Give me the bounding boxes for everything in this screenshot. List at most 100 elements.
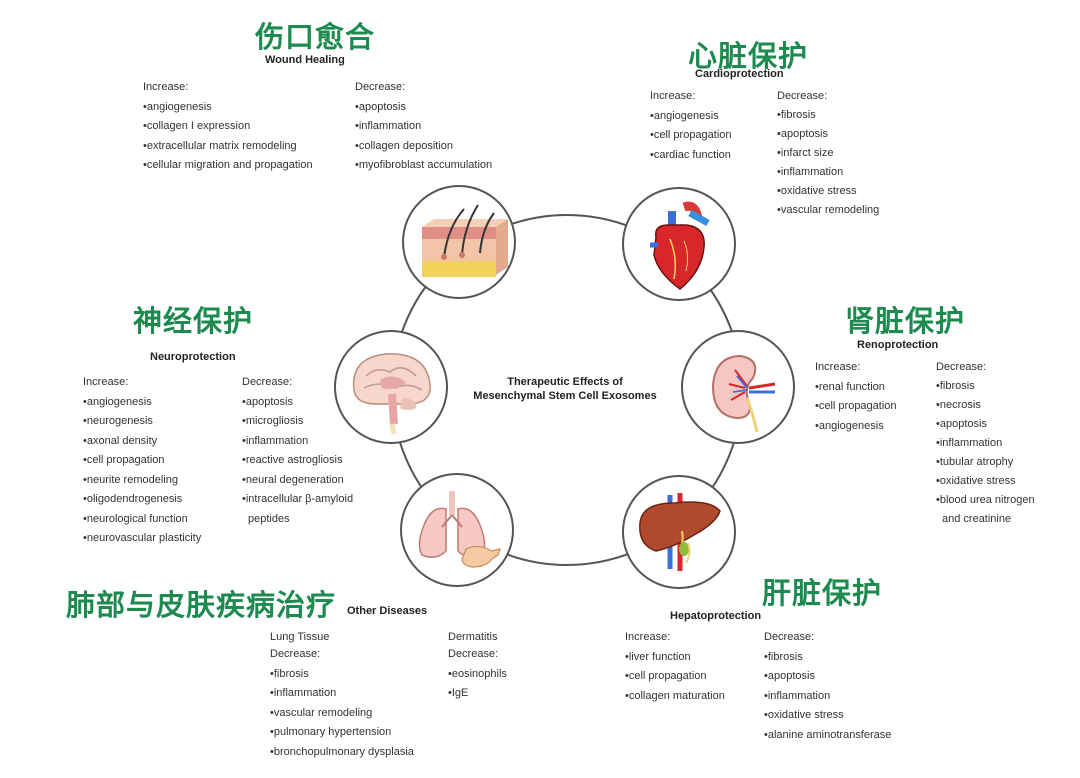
list-item: vascular remodeling bbox=[270, 704, 414, 724]
list-item: angiogenesis bbox=[143, 98, 313, 118]
list-item: neurite remodeling bbox=[83, 471, 201, 491]
list-item: microgliosis bbox=[242, 412, 353, 432]
other-cn-title: 肺部与皮肤疾病治疗 bbox=[66, 588, 337, 622]
list-item: inflammation bbox=[242, 432, 353, 452]
list-item: apoptosis bbox=[777, 125, 879, 144]
wound-cn-title: 伤口愈合 bbox=[255, 20, 376, 54]
wound-increase-list: Increase: angiogenesis collagen I expres… bbox=[143, 78, 313, 176]
list-item: fibrosis bbox=[777, 106, 879, 125]
list-item: bronchopulmonary dysplasia bbox=[270, 743, 414, 763]
list-item: oxidative stress bbox=[936, 472, 1035, 491]
decrease-label: Decrease: bbox=[764, 631, 815, 643]
list-item: collagen I expression bbox=[143, 117, 313, 137]
hepato-increase-list: Increase: liver function cell propagatio… bbox=[625, 628, 725, 706]
reno-cn-title: 肾脏保护 bbox=[845, 304, 966, 338]
increase-label: Increase: bbox=[143, 81, 189, 93]
list-item: liver function bbox=[625, 648, 725, 668]
list-item: inflammation bbox=[936, 434, 1035, 453]
list-item: cell propagation bbox=[625, 667, 725, 687]
list-item: angiogenesis bbox=[83, 393, 201, 413]
list-item: infarct size bbox=[777, 144, 879, 163]
increase-label: Increase: bbox=[650, 90, 696, 102]
list-item: apoptosis bbox=[355, 98, 492, 118]
list-item: myofibroblast accumulation bbox=[355, 156, 492, 176]
wound-en-title: Wound Healing bbox=[265, 54, 345, 66]
list-item: blood urea nitrogen bbox=[936, 491, 1035, 510]
list-item: cell propagation bbox=[815, 397, 897, 417]
decrease-label: Decrease: bbox=[936, 361, 987, 373]
cardio-cn-title: 心脏保护 bbox=[688, 39, 809, 73]
reno-en-title: Renoprotection bbox=[857, 339, 939, 351]
neuro-increase-list: Increase: angiogenesis neurogenesis axon… bbox=[83, 373, 201, 549]
decrease-label: Decrease: bbox=[270, 648, 321, 660]
center-title: Therapeutic Effects of Mesenchymal Stem … bbox=[455, 375, 675, 403]
list-item: cellular migration and propagation bbox=[143, 156, 313, 176]
list-item: reactive astrogliosis bbox=[242, 451, 353, 471]
cardio-increase-list: Increase: angiogenesis cell propagation … bbox=[650, 87, 732, 165]
decrease-label: Decrease: bbox=[355, 81, 406, 93]
heart-icon bbox=[622, 187, 736, 301]
list-item: IgE bbox=[448, 684, 507, 704]
skin-icon bbox=[402, 185, 516, 299]
list-item: oligodendrogenesis bbox=[83, 490, 201, 510]
list-item: cardiac function bbox=[650, 146, 732, 166]
hepato-decrease-list: Decrease: fibrosis apoptosis inflammatio… bbox=[764, 628, 891, 745]
neuro-decrease-list: Decrease: apoptosis microgliosis inflamm… bbox=[242, 373, 353, 529]
other-en-title: Other Diseases bbox=[347, 605, 428, 617]
wound-decrease-list: Decrease: apoptosis inflammation collage… bbox=[355, 78, 492, 176]
list-item: alanine aminotransferase bbox=[764, 726, 892, 746]
list-item-continuation: and creatinine bbox=[942, 513, 1012, 525]
list-item: collagen deposition bbox=[355, 137, 492, 157]
list-item: fibrosis bbox=[270, 665, 414, 685]
cardio-decrease-list: Decrease: fibrosis apoptosis infarct siz… bbox=[777, 87, 879, 220]
decrease-label: Decrease: bbox=[242, 376, 293, 388]
list-item: necrosis bbox=[936, 396, 1035, 415]
list-item: angiogenesis bbox=[815, 417, 897, 437]
list-item: cell propagation bbox=[650, 126, 732, 146]
list-item: angiogenesis bbox=[650, 107, 732, 127]
list-item: cell propagation bbox=[83, 451, 201, 471]
center-title-line-2: Mesenchymal Stem Cell Exosomes bbox=[473, 390, 657, 402]
decrease-label: Decrease: bbox=[777, 90, 828, 102]
hepato-en-title: Hepatoprotection bbox=[670, 610, 762, 622]
lung-tissue-label: Lung Tissue bbox=[270, 631, 330, 643]
list-item: axonal density bbox=[83, 432, 201, 452]
reno-increase-list: Increase: renal function cell propagatio… bbox=[815, 358, 897, 436]
list-item: inflammation bbox=[270, 684, 414, 704]
decrease-label: Decrease: bbox=[448, 648, 499, 660]
list-item: renal function bbox=[815, 378, 897, 398]
neuro-cn-title: 神经保护 bbox=[133, 304, 254, 338]
list-item: vascular remodeling bbox=[777, 201, 879, 220]
lung-decrease-list: Lung Tissue Decrease: fibrosis inflammat… bbox=[270, 629, 414, 762]
list-item: inflammation bbox=[777, 163, 879, 182]
list-item: inflammation bbox=[764, 687, 891, 707]
dermatitis-label: Dermatitis bbox=[448, 631, 498, 643]
lungs-icon bbox=[400, 473, 514, 587]
list-item: inflammation bbox=[355, 117, 492, 137]
neuro-en-title: Neuroprotection bbox=[150, 351, 236, 363]
list-item: apoptosis bbox=[242, 393, 353, 413]
list-item: apoptosis bbox=[936, 415, 1035, 434]
liver-icon bbox=[622, 475, 736, 589]
increase-label: Increase: bbox=[625, 631, 671, 643]
list-item: oxidative stress bbox=[764, 706, 891, 726]
list-item: neurovascular plasticity bbox=[83, 529, 201, 549]
list-item: pulmonary hypertension bbox=[270, 723, 414, 743]
list-item: oxidative stress bbox=[777, 182, 879, 201]
derm-decrease-list: Dermatitis Decrease: eosinophils IgE bbox=[448, 629, 507, 704]
list-item: neural degeneration bbox=[242, 471, 353, 491]
list-item: extracellular matrix remodeling bbox=[143, 137, 313, 157]
reno-decrease-list: Decrease: fibrosis necrosis apoptosis in… bbox=[936, 358, 1035, 529]
list-item: tubular atrophy bbox=[936, 453, 1035, 472]
list-item: collagen maturation bbox=[625, 687, 725, 707]
hepato-cn-title: 肝脏保护 bbox=[762, 576, 883, 610]
list-item: eosinophils bbox=[448, 665, 507, 685]
center-title-line-1: Therapeutic Effects of bbox=[507, 376, 623, 388]
list-item: fibrosis bbox=[764, 648, 891, 668]
brain-icon bbox=[334, 330, 448, 444]
list-item: intracellular β-amyloid bbox=[242, 490, 353, 510]
kidney-icon bbox=[681, 330, 795, 444]
list-item-continuation: peptides bbox=[248, 512, 290, 525]
increase-label: Increase: bbox=[83, 376, 129, 388]
list-item: neurogenesis bbox=[83, 412, 201, 432]
